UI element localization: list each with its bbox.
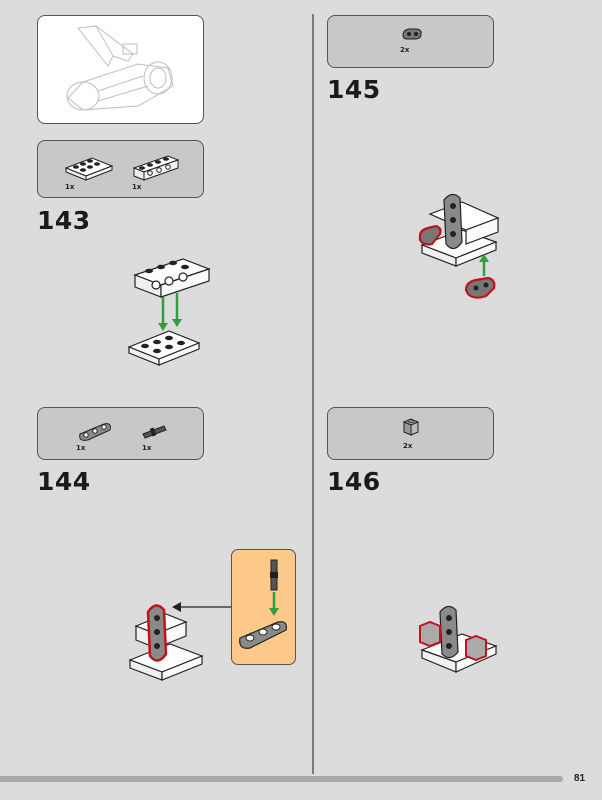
step-145-parts-panel: 2x	[327, 15, 494, 68]
brick-1x1-icon	[402, 418, 420, 436]
callout-arrow	[172, 602, 232, 612]
step-144-assembly	[128, 604, 204, 681]
step-145-assembly	[418, 193, 500, 299]
step-145-part-1-qty: 2x	[400, 46, 410, 54]
step-146-number: 146	[327, 467, 381, 496]
step-145-number: 145	[327, 75, 381, 104]
plate-2x4-icon	[64, 157, 114, 181]
step-146-parts-panel: 2x	[327, 407, 494, 460]
step-146-part-1-qty: 2x	[403, 442, 413, 450]
callout-subassembly	[239, 559, 287, 649]
step-143-assembly	[127, 258, 211, 366]
step-143-part-1-qty: 1x	[65, 183, 75, 191]
step-143-parts-panel: 1x 1x	[37, 140, 204, 198]
technic-beam-3-icon	[79, 423, 111, 441]
step-144-part-2-qty: 1x	[142, 444, 152, 452]
step-146-assembly	[419, 605, 498, 673]
model-overview-illustration	[66, 25, 174, 111]
technic-pin-icon	[142, 425, 167, 439]
model-overview-panel	[37, 15, 204, 124]
page-number: 81	[574, 773, 586, 784]
step-144-number: 144	[37, 467, 91, 496]
step-144-parts-panel: 1x 1x	[37, 407, 204, 460]
step-143-number: 143	[37, 206, 91, 235]
step-143-part-2-qty: 1x	[132, 183, 142, 191]
technic-brick-1x4-icon	[132, 155, 180, 181]
column-divider	[312, 14, 314, 774]
page-footer-bar	[0, 776, 563, 782]
step-144-callout	[231, 549, 296, 665]
plate-1x2-rounded-icon	[402, 28, 422, 40]
step-144-part-1-qty: 1x	[76, 444, 86, 452]
